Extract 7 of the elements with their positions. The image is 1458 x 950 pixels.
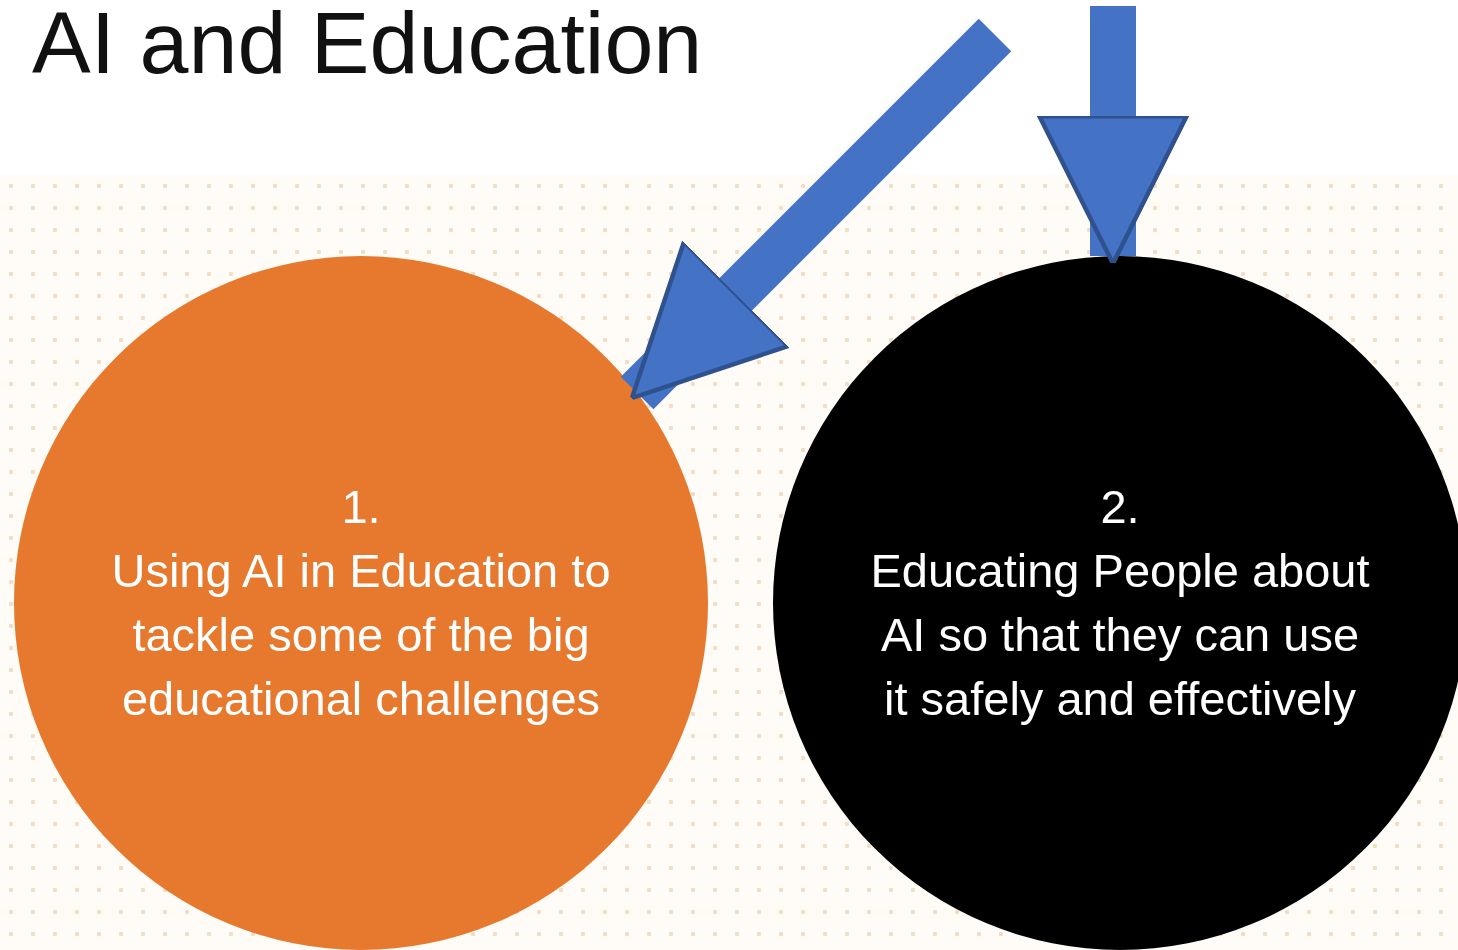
title: AI and Education	[32, 0, 703, 94]
node-text: Educating People about AI so that they can use it safely and effectively	[870, 543, 1370, 727]
node-number: 1.	[341, 479, 381, 535]
node-number: 2.	[1100, 479, 1140, 535]
block-arrow	[620, 18, 1012, 410]
node-text: Using AI in Education to tackle some of the big educational challenges	[111, 543, 611, 727]
block-arrow	[1037, 6, 1189, 266]
